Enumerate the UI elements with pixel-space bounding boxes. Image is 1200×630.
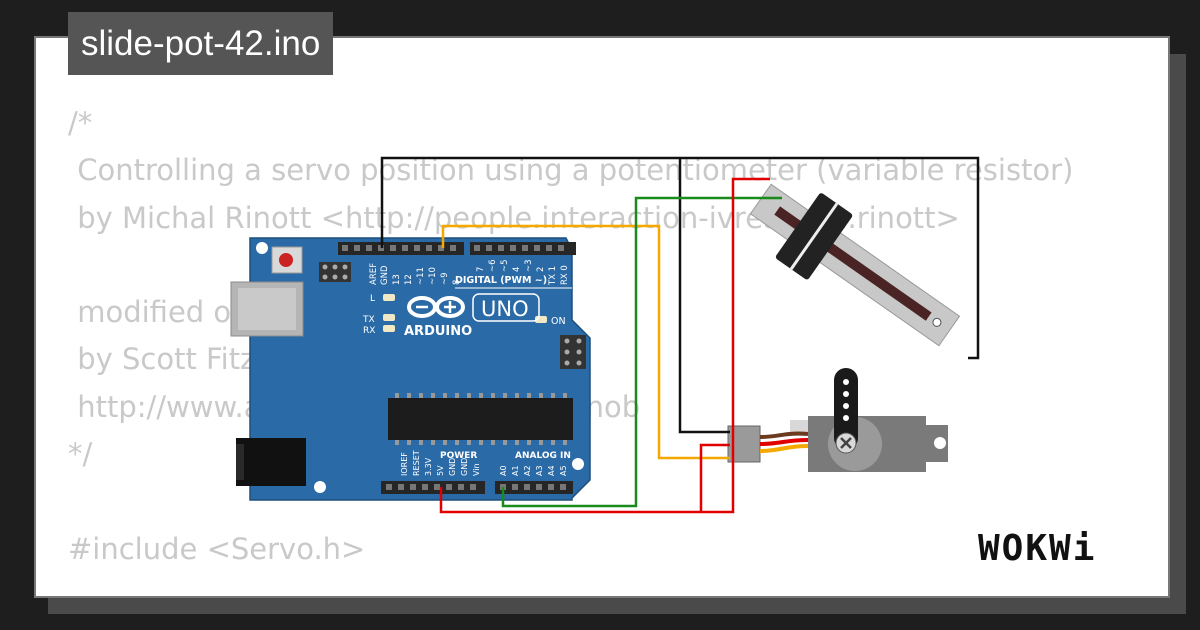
mount-hole bbox=[256, 242, 268, 254]
pin-label: GND bbox=[380, 265, 390, 285]
power-header[interactable] bbox=[381, 481, 485, 494]
project-title: slide-pot-42.ino bbox=[68, 12, 334, 75]
pin-label: 5V bbox=[436, 465, 445, 476]
pin-label: 13 bbox=[392, 274, 402, 285]
pin-label: ~10 bbox=[428, 267, 438, 285]
wire-power bbox=[699, 443, 730, 512]
wire-power bbox=[439, 177, 770, 514]
pin-label: TX 1 bbox=[548, 266, 558, 286]
pin-label: A0 bbox=[499, 465, 508, 476]
reset-button-cap[interactable] bbox=[279, 253, 293, 267]
pin-label: A1 bbox=[511, 465, 520, 476]
wire-ground bbox=[678, 158, 730, 434]
pin-label: 3.3V bbox=[424, 457, 433, 476]
code-line: /* bbox=[68, 106, 93, 140]
preview-panel bbox=[34, 36, 1170, 598]
digital-pin-labels: AREF GND 13 12 ~11 ~10 ~9 8 7 ~6 ~5 4 ~3… bbox=[369, 259, 570, 286]
pin-label: ~5 bbox=[500, 259, 510, 272]
pin-label: 8 bbox=[452, 280, 462, 285]
analog-label: ANALOG IN bbox=[515, 451, 571, 461]
code-line: #include <Servo.h> bbox=[68, 531, 366, 566]
power-jack bbox=[236, 438, 306, 486]
pin-label: ~6 bbox=[488, 259, 498, 272]
arduino-logo-icon bbox=[407, 296, 465, 318]
uno-label: UNO bbox=[481, 297, 529, 321]
power-jack-edge bbox=[236, 444, 244, 480]
servo-horn-hole bbox=[843, 415, 849, 421]
pin-label: ~9 bbox=[440, 272, 450, 285]
pin-label: 7 bbox=[476, 267, 486, 272]
pin-label: GND bbox=[460, 458, 469, 476]
pin-label: 12 bbox=[404, 274, 414, 285]
status-leds bbox=[383, 294, 547, 332]
pin-label: 2 bbox=[536, 267, 546, 272]
slide-potentiometer[interactable] bbox=[738, 166, 972, 363]
servo-lead-orange bbox=[759, 444, 809, 453]
pin-label: ~11 bbox=[416, 267, 426, 285]
pin-label: A4 bbox=[547, 465, 556, 476]
led-l-label: L bbox=[370, 294, 375, 304]
digital-header[interactable] bbox=[338, 242, 576, 255]
servo-screw-icon bbox=[840, 437, 852, 449]
arduino-brand: ARDUINO bbox=[404, 324, 472, 339]
pin-label: A5 bbox=[559, 465, 568, 476]
led-tx-label: TX bbox=[362, 315, 375, 325]
led-rx-label: RX bbox=[363, 326, 375, 336]
code-line: by Michal Rinott <http://people.interact… bbox=[68, 200, 960, 235]
wire-ground bbox=[380, 156, 980, 360]
wire-signal-pot bbox=[501, 196, 782, 508]
servo-horn-hole bbox=[843, 403, 849, 409]
chip-pins bbox=[395, 393, 567, 445]
pot-pin bbox=[932, 317, 942, 327]
bottom-header-holes bbox=[386, 484, 566, 490]
pin-label: AREF bbox=[369, 263, 379, 285]
icsp-header-top bbox=[319, 262, 351, 282]
servo-lead-brown bbox=[759, 431, 809, 439]
arduino-uno-board[interactable]: AREF GND 13 12 ~11 ~10 ~9 8 7 ~6 ~5 4 ~3… bbox=[230, 237, 591, 501]
servo-motor[interactable] bbox=[727, 368, 948, 472]
pin-label: Vin bbox=[472, 463, 481, 476]
uno-badge bbox=[472, 293, 540, 322]
servo-horn-hole bbox=[843, 379, 849, 385]
analog-pin-labels: A0 A1 A2 A3 A4 A5 bbox=[499, 465, 568, 476]
icsp-header-right bbox=[560, 335, 586, 369]
atmega-chip bbox=[388, 398, 573, 440]
pin-label: A2 bbox=[523, 465, 532, 476]
code-line: */ bbox=[68, 437, 93, 472]
pot-knob-line bbox=[789, 202, 839, 270]
pin-label: ~3 bbox=[524, 259, 534, 272]
mount-hole bbox=[314, 481, 326, 493]
power-pin-labels: IOREF RESET 3.3V 5V GND GND Vin bbox=[400, 450, 481, 476]
pin-label: A3 bbox=[535, 465, 544, 476]
pin-label: GND bbox=[448, 458, 457, 476]
pin-label: RESET bbox=[412, 450, 421, 476]
usb-connector-inner bbox=[238, 288, 296, 330]
servo-ear-hole bbox=[934, 437, 946, 449]
digital-label: DIGITAL (PWM ~) bbox=[455, 275, 547, 286]
power-label: POWER bbox=[440, 451, 477, 461]
wokwi-logo: WOKWi bbox=[978, 528, 1097, 569]
pin-label: 4 bbox=[512, 267, 522, 272]
wires bbox=[380, 156, 980, 514]
servo-lead-red bbox=[759, 438, 809, 446]
led-on-label: ON bbox=[551, 316, 566, 327]
mount-hole bbox=[572, 458, 584, 470]
pin-label: RX 0 bbox=[560, 265, 570, 285]
wire-signal-servo bbox=[441, 224, 730, 460]
pin-label: IOREF bbox=[400, 452, 409, 476]
servo-horn-hole bbox=[843, 391, 849, 397]
